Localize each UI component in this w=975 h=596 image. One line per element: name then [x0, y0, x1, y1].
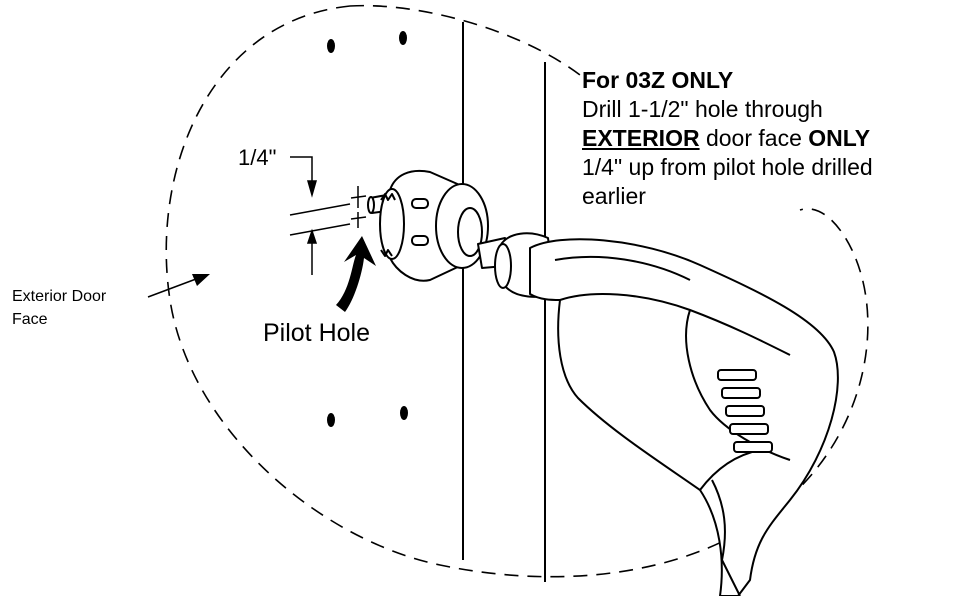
- dimension-label: 1/4": [238, 145, 277, 170]
- callout-line-1: Drill 1-1/2" hole through: [582, 96, 823, 122]
- instruction-callout: For 03Z ONLY Drill 1-1/2" hole through E…: [582, 66, 873, 211]
- callout-line-2-mid: door face: [699, 125, 809, 151]
- door-face-label-line-2: Face: [12, 311, 48, 328]
- drill: [367, 170, 839, 596]
- door-face-label-line-1: Exterior Door: [12, 288, 107, 305]
- pilot-hole-label: Pilot Hole: [263, 319, 370, 347]
- screw-hole: [327, 413, 335, 427]
- callout-line-4: earlier: [582, 183, 646, 209]
- callout-line-2: EXTERIOR door face ONLY: [582, 124, 873, 153]
- callout-emphasis-only: ONLY: [808, 125, 871, 151]
- screw-hole: [399, 31, 407, 45]
- screw-hole: [400, 406, 408, 420]
- pilot-hole-arrow: [336, 236, 376, 312]
- detail-boundary: [165, 4, 869, 578]
- dimension-marker: [289, 156, 367, 275]
- screw-hole: [327, 39, 335, 53]
- callout-line-3: 1/4" up from pilot hole drilled: [582, 154, 873, 180]
- door-face-arrow: [147, 278, 197, 298]
- callout-emphasis-exterior: EXTERIOR: [582, 125, 700, 151]
- callout-title: For 03Z ONLY: [582, 67, 734, 93]
